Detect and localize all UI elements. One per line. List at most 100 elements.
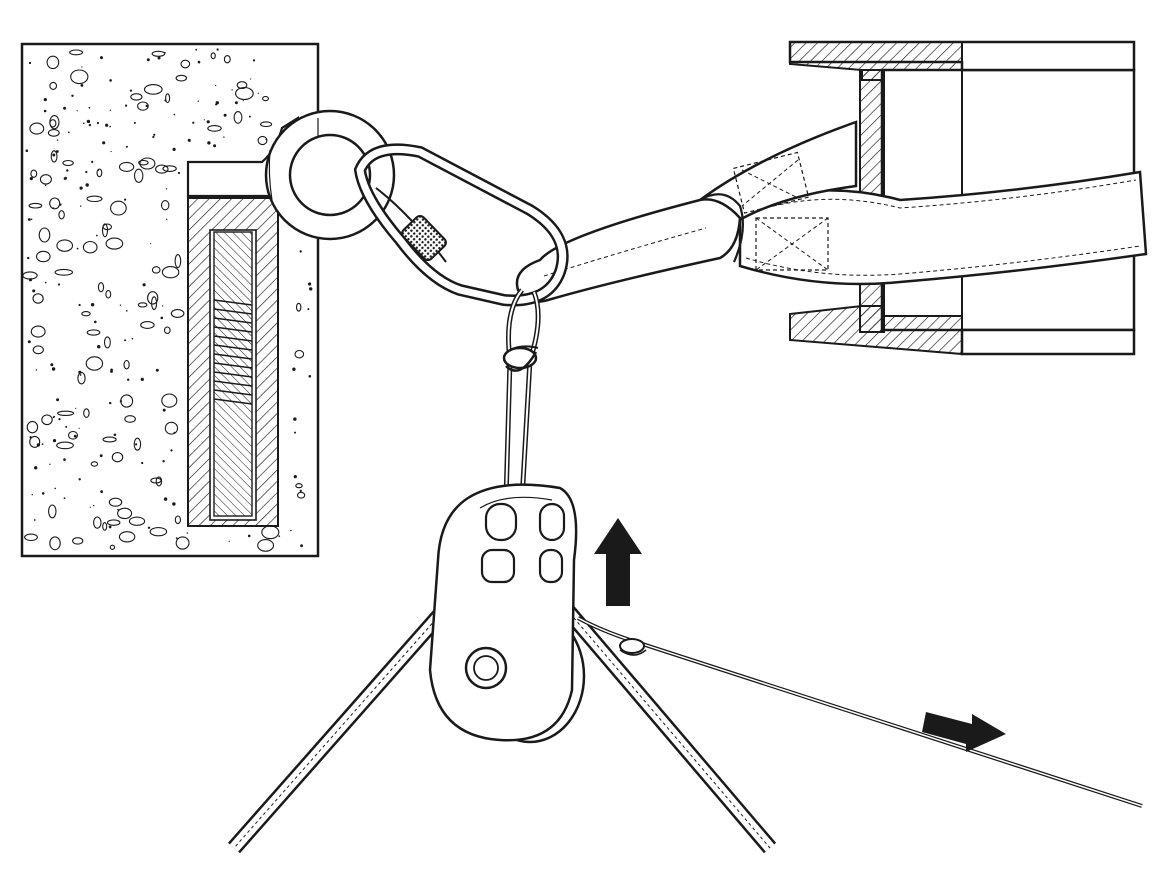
aggregate-speck <box>175 74 188 82</box>
concrete-dot <box>309 287 313 291</box>
concrete-dot <box>162 305 164 307</box>
concrete-dot <box>125 145 128 148</box>
aggregate-speck <box>29 435 41 448</box>
aggregate-speck <box>58 210 65 220</box>
aggregate-speck <box>72 537 84 545</box>
aggregate-speck <box>49 119 57 128</box>
concrete-dot <box>88 106 91 109</box>
concrete-dot <box>109 125 111 128</box>
concrete-dot <box>33 519 36 521</box>
thread-line <box>213 389 253 396</box>
concrete-dot <box>75 407 77 409</box>
concrete-dot <box>126 310 128 312</box>
concrete-dot <box>207 141 211 145</box>
anchor-eye-bolt <box>186 109 396 527</box>
concrete-dot <box>55 150 59 153</box>
aggregate-speck <box>38 227 51 243</box>
concrete-dot <box>197 100 199 102</box>
aggregate-speck <box>149 527 168 537</box>
aggregate-speck <box>170 309 185 318</box>
aggregate-speck <box>86 195 103 203</box>
concrete-dot <box>76 247 79 250</box>
concrete-dot <box>147 526 151 529</box>
concrete-dot <box>56 127 58 129</box>
aggregate-speck <box>165 93 171 104</box>
concrete-dot <box>252 59 256 62</box>
concrete-dot <box>105 123 109 127</box>
concrete-dot <box>195 48 198 51</box>
concrete-dot <box>108 525 112 529</box>
concrete-dot <box>102 141 106 145</box>
concrete-dot <box>109 109 112 112</box>
concrete-dot <box>97 345 101 349</box>
aggregate-speck <box>180 59 191 69</box>
concrete-texture <box>22 48 313 552</box>
aggregate-speck <box>35 250 51 263</box>
concrete-dot <box>58 418 61 421</box>
thread-line <box>213 326 253 333</box>
aggregate-speck <box>162 165 177 172</box>
concrete-dot <box>97 169 99 171</box>
concrete-dot <box>93 504 95 507</box>
concrete-dot <box>94 320 97 324</box>
concrete-dot <box>59 203 62 206</box>
concrete-dot <box>155 368 159 372</box>
concrete-dot <box>27 340 31 344</box>
thread-line <box>213 344 253 351</box>
aggregate-speck <box>296 491 306 499</box>
concrete-dot <box>250 78 252 80</box>
concrete-dot <box>99 454 103 458</box>
concrete-dot <box>78 370 82 374</box>
concrete-dot <box>172 147 176 151</box>
concrete-dot <box>63 497 66 499</box>
aggregate-speck <box>151 50 166 57</box>
concrete-dot <box>28 61 32 65</box>
concrete-dot <box>127 378 130 381</box>
concrete-dot <box>257 92 259 94</box>
aggregate-speck <box>174 515 182 525</box>
concrete-dot <box>129 89 133 92</box>
aggregate-speck <box>140 321 155 329</box>
aggregate-speck <box>29 122 45 135</box>
concrete-dot <box>36 443 41 447</box>
aggregate-speck <box>105 237 124 250</box>
aggregate-speck <box>233 111 243 124</box>
concrete-dot <box>100 490 103 493</box>
aggregate-speck <box>295 483 303 489</box>
aggregate-speck <box>32 345 44 355</box>
aggregate-speck <box>257 539 275 552</box>
concrete-dot <box>67 131 70 134</box>
concrete-dot <box>31 494 33 496</box>
concrete-dot <box>83 122 85 125</box>
concrete-dot <box>80 205 82 207</box>
thread-line <box>213 317 253 324</box>
concrete-dot <box>186 532 189 534</box>
concrete-dot <box>81 66 83 68</box>
concrete-dot <box>192 121 195 124</box>
concrete-dot <box>166 218 168 220</box>
aggregate-speck <box>175 536 190 550</box>
concrete-dot <box>28 278 33 282</box>
bolt-threads <box>213 299 253 405</box>
aggregate-speck <box>110 200 127 216</box>
aggregate-speck <box>123 359 130 370</box>
concrete-dot <box>172 502 176 506</box>
concrete-dot <box>110 150 112 153</box>
thread-line <box>213 371 253 378</box>
concrete-dot <box>294 431 296 434</box>
aggregate-speck <box>138 159 149 166</box>
concrete-dot <box>265 138 268 141</box>
concrete-dot <box>234 101 238 105</box>
concrete-dot <box>109 401 112 405</box>
concrete-dot <box>52 207 55 210</box>
aggregate-speck <box>139 157 156 170</box>
concrete-dot <box>140 377 144 381</box>
concrete-dot <box>292 367 296 371</box>
aggregate-speck <box>56 441 74 450</box>
concrete-dot <box>290 529 292 532</box>
concrete-dot <box>78 427 80 429</box>
concrete-dot <box>170 449 173 452</box>
aggregate-speck <box>102 522 108 531</box>
concrete-dot <box>57 283 61 286</box>
